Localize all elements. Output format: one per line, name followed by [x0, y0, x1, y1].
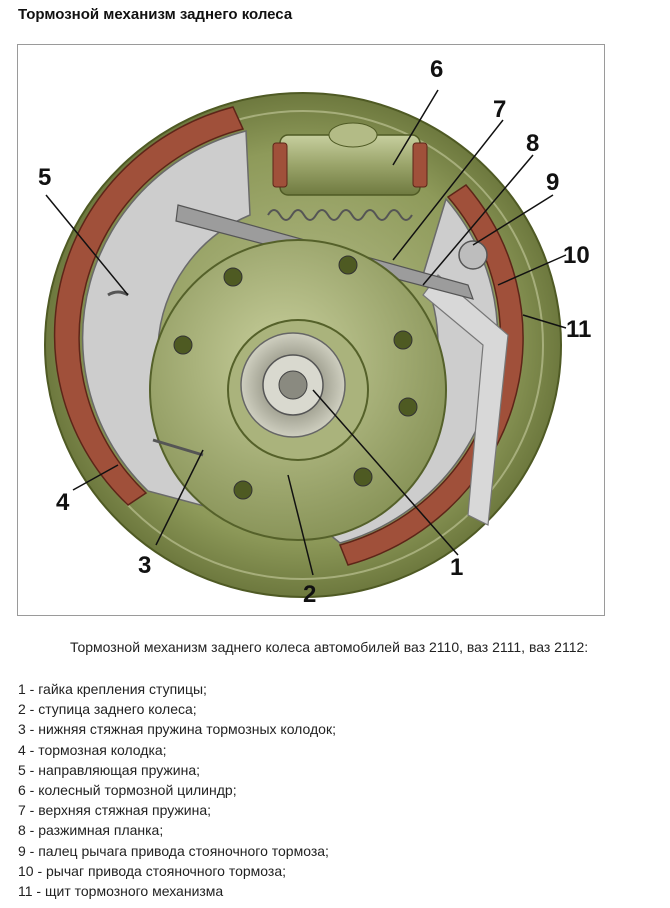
brake-illustration: 5 6 7 8 9 10 11 4 3 2 1	[38, 56, 591, 608]
lower-spring	[152, 438, 204, 457]
left-lining	[53, 106, 245, 506]
legend-item: 6 - колесный тормозной цилиндр;	[18, 782, 237, 799]
callout-10: 10	[563, 242, 590, 269]
legend-item: 9 - палец рычага привода стояночного тор…	[18, 842, 329, 859]
callout-6: 6	[430, 56, 443, 83]
callout-8: 8	[526, 130, 539, 157]
legend-item: 7 - верхняя стяжная пружина;	[18, 802, 212, 819]
callout-3: 3	[138, 552, 151, 579]
legend-item: 2 - ступица заднего колеса;	[18, 701, 197, 718]
legend-item: 3 - нижняя стяжная пружина тормозных кол…	[18, 721, 336, 738]
hub-bolt-holes	[173, 255, 418, 500]
parking-lever-pin	[458, 240, 488, 270]
callout-1: 1	[450, 554, 463, 581]
legend-item: 10 - рычаг привода стояночного тормоза;	[18, 862, 287, 879]
leader-lines	[45, 89, 567, 576]
legend-item: 4 - тормозная колодка;	[18, 741, 167, 758]
figure-caption: Тормозной механизм заднего колеса автомо…	[70, 639, 589, 655]
legend-item: 1 - гайка крепления ступицы;	[18, 681, 207, 697]
callout-4: 4	[56, 489, 70, 516]
callout-2: 2	[303, 581, 316, 608]
callout-11: 11	[566, 316, 591, 343]
legend-item: 5 - направляющая пружина;	[18, 761, 200, 778]
wheel-cylinder	[272, 122, 428, 196]
callout-7: 7	[493, 96, 506, 123]
callout-9: 9	[546, 169, 559, 196]
legend-item: 11 - щит тормозного механизма	[18, 883, 224, 900]
page-title: Тормозной механизм заднего колеса	[18, 6, 293, 23]
callout-5: 5	[38, 164, 51, 191]
parking-brake-lever	[422, 274, 509, 526]
upper-spring	[267, 209, 413, 221]
brake-diagram: 5 6 7 8 9 10 11 4 3 2 1	[17, 44, 605, 616]
parts-legend: 1 - гайка крепления ступицы; 2 - ступица…	[18, 679, 336, 901]
legend-item: 8 - разжимная планка;	[18, 822, 164, 839]
